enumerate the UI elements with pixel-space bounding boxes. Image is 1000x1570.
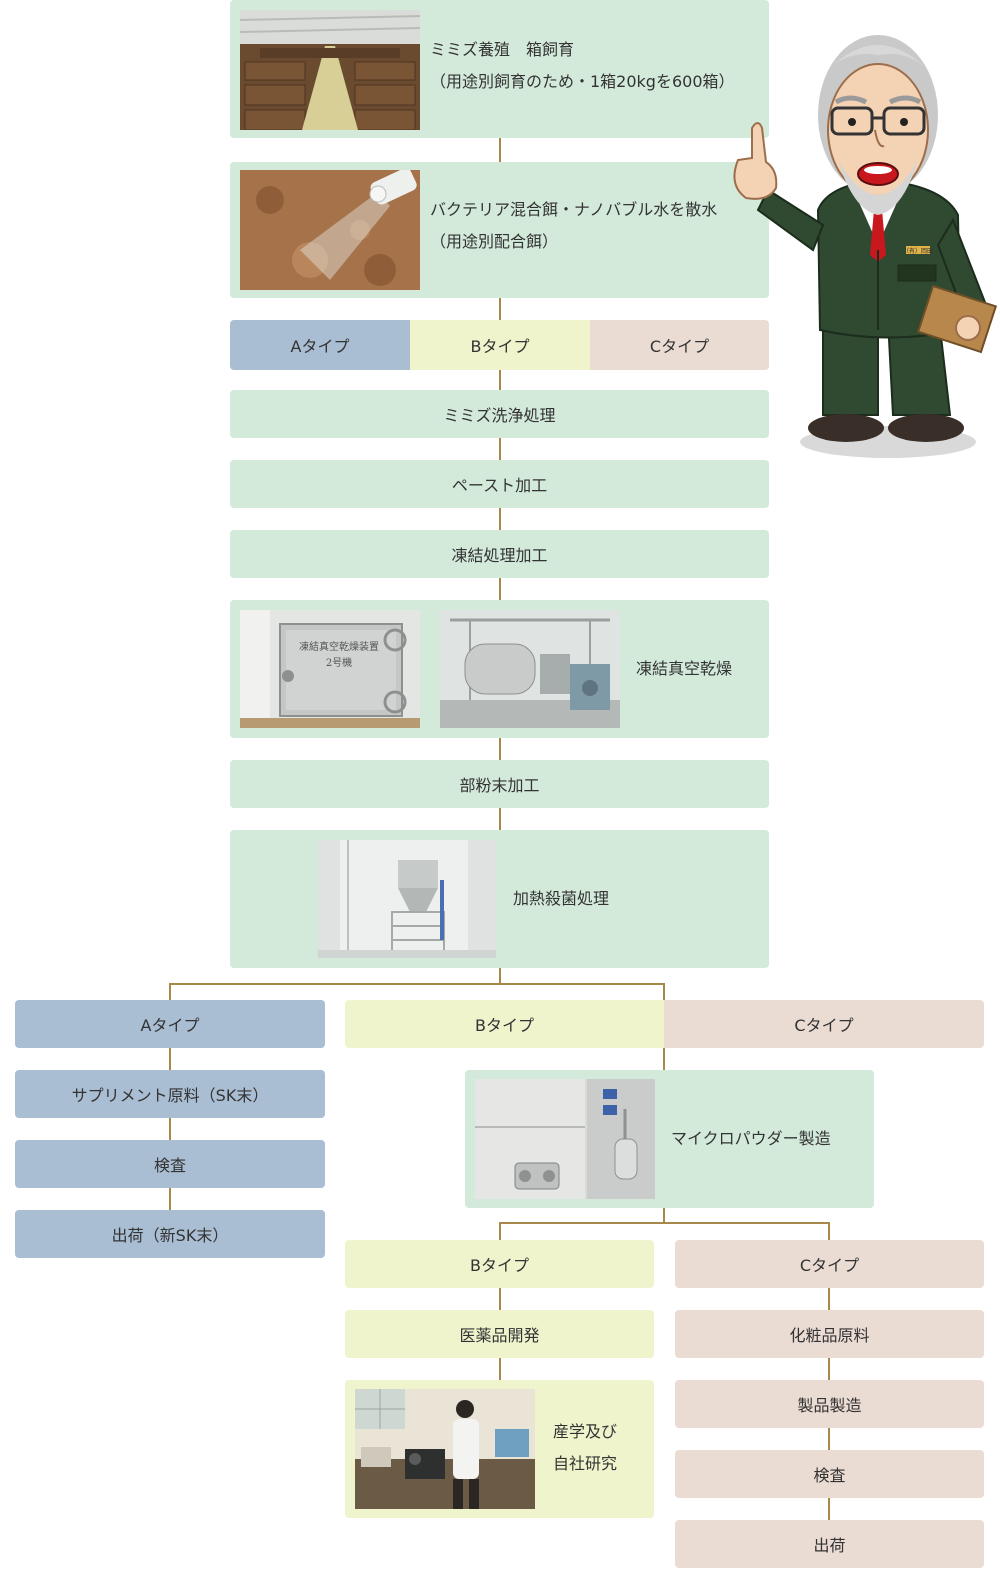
- photo-vacuum-dryer: 凍結真空乾燥装置 2号機: [240, 610, 420, 728]
- connector: [499, 438, 501, 460]
- branch-a-type: Aタイプ: [15, 1000, 325, 1048]
- plate-line1: 凍結真空乾燥装置: [299, 640, 379, 653]
- branch-b2-type: Bタイプ: [345, 1240, 654, 1288]
- branch-c2-cosmetic: 化粧品原料: [675, 1310, 984, 1358]
- connector: [169, 1118, 171, 1140]
- plate-line2: 2号機: [326, 656, 352, 669]
- connector: [828, 1498, 830, 1520]
- step-box-sprinkling: バクテリア混合餌・ナノバブル水を散水 （用途別配合餌）: [230, 162, 769, 298]
- type-a-label-top: Aタイプ: [230, 320, 410, 370]
- micro-powder-label: マイクロパウダー製造: [671, 1129, 831, 1148]
- mascot-badge: （有）岡田: [903, 247, 933, 255]
- connector: [663, 983, 665, 1000]
- branch-c2-shipping: 出荷: [675, 1520, 984, 1568]
- research-line1: 産学及び: [553, 1422, 618, 1441]
- branch-a-shipping: 出荷（新SK末）: [15, 1210, 325, 1258]
- branch-c2-inspection: 検査: [675, 1450, 984, 1498]
- step-box-micro-powder: マイクロパウダー製造: [465, 1070, 874, 1208]
- vacuum-drying-label: 凍結真空乾燥: [636, 659, 733, 678]
- step-powder-processing: 部粉末加工: [230, 760, 769, 808]
- branch-a-supplement: サプリメント原料（SK末）: [15, 1070, 325, 1118]
- connector: [499, 578, 501, 600]
- branch-b-type: Bタイプ: [345, 1000, 664, 1048]
- branch-c-type: Cタイプ: [664, 1000, 984, 1048]
- type-bar-bc: Bタイプ Cタイプ: [345, 1000, 984, 1048]
- photo-sprinkling: [240, 170, 420, 290]
- branch-c2-manufacturing: 製品製造: [675, 1380, 984, 1428]
- connector: [499, 1288, 501, 1310]
- farming-note: （用途別飼育のため・1箱20kgを600箱）: [430, 72, 735, 91]
- connector: [499, 1222, 830, 1224]
- sprinkling-note: （用途別配合餌）: [430, 232, 559, 251]
- connector: [499, 368, 501, 390]
- step-box-vacuum-drying: 凍結真空乾燥装置 2号機 凍結真空乾燥: [230, 600, 769, 738]
- connector: [169, 1188, 171, 1210]
- connector: [499, 1222, 501, 1240]
- connector: [169, 983, 665, 985]
- connector: [499, 808, 501, 830]
- type-c-label-top: Cタイプ: [590, 320, 769, 370]
- photo-micro-powder-machine: [475, 1079, 655, 1199]
- photo-drying-plant: [440, 610, 620, 728]
- photo-worm-boxes: [240, 10, 420, 130]
- farming-title: ミミズ養殖 箱飼育: [430, 40, 575, 59]
- connector: [499, 508, 501, 530]
- sprinkling-title: バクテリア混合餌・ナノバブル水を散水: [430, 200, 718, 219]
- step-worm-washing: ミミズ洗浄処理: [230, 390, 769, 438]
- connector: [169, 983, 171, 1000]
- branch-b2-pharma: 医薬品開発: [345, 1310, 654, 1358]
- connector: [499, 298, 501, 320]
- connector: [828, 1288, 830, 1310]
- step-box-heat-sterilization: 加熱殺菌処理: [230, 830, 769, 968]
- step-box-research: 産学及び 自社研究: [345, 1380, 654, 1518]
- photo-laboratory: [355, 1389, 535, 1509]
- connector: [828, 1428, 830, 1450]
- photo-sterilizer: [318, 840, 496, 958]
- connector: [828, 1222, 830, 1240]
- type-b-label-top: Bタイプ: [410, 320, 590, 370]
- connector: [499, 1358, 501, 1380]
- connector: [663, 1048, 665, 1070]
- connector: [499, 138, 501, 162]
- connector: [828, 1358, 830, 1380]
- step-box-farming: ミミズ養殖 箱飼育 （用途別飼育のため・1箱20kgを600箱）: [230, 0, 769, 138]
- branch-a-inspection: 検査: [15, 1140, 325, 1188]
- step-paste-processing: ペースト加工: [230, 460, 769, 508]
- research-line2: 自社研究: [553, 1454, 618, 1473]
- connector: [663, 1208, 665, 1224]
- heat-sterilization-label: 加熱殺菌処理: [513, 889, 610, 908]
- branch-c2-type: Cタイプ: [675, 1240, 984, 1288]
- connector: [169, 1048, 171, 1070]
- step-freezing: 凍結処理加工: [230, 530, 769, 578]
- connector: [499, 738, 501, 760]
- connector: [499, 968, 501, 984]
- mascot-illustration: （有）岡田: [728, 10, 1000, 465]
- type-bar-top: Aタイプ Bタイプ Cタイプ: [230, 320, 769, 370]
